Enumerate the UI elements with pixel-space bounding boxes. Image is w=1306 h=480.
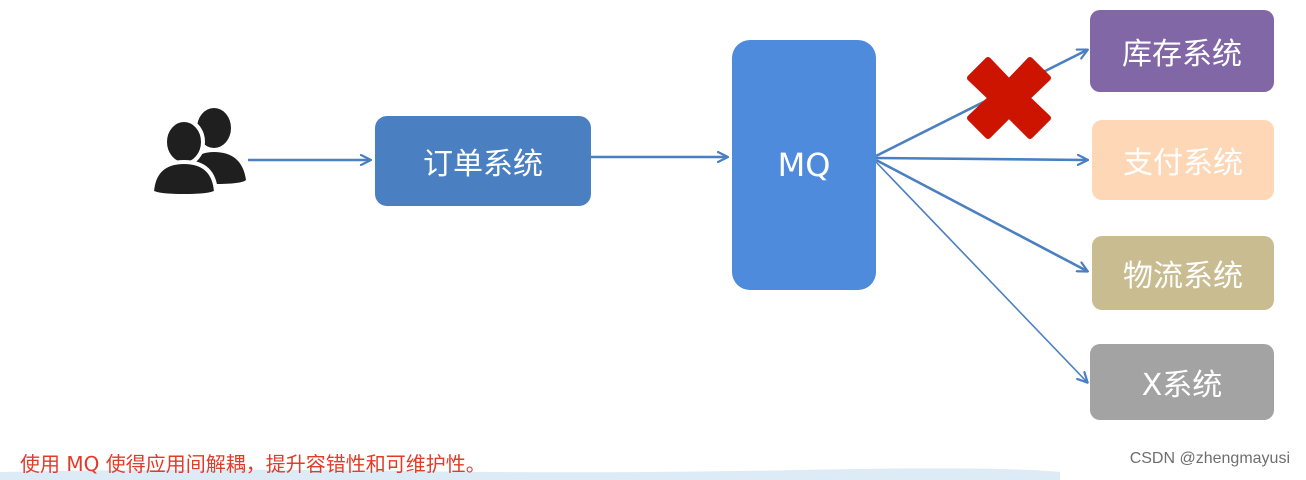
logistics-system-node: 物流系统 bbox=[1092, 236, 1274, 310]
payment-system-node: 支付系统 bbox=[1092, 120, 1274, 200]
bottom-decoration-band bbox=[0, 468, 1060, 480]
caption-text: 使用 MQ 使得应用间解耦，提升容错性和可维护性。 bbox=[20, 452, 486, 476]
red-cross-icon bbox=[967, 57, 1051, 139]
x-system-node: X系统 bbox=[1090, 344, 1274, 420]
mq-node: MQ bbox=[732, 40, 876, 290]
inventory-system-node: 库存系统 bbox=[1090, 10, 1274, 92]
arrow-mq-to-logistics bbox=[875, 158, 1087, 271]
arrow-mq-to-payment bbox=[875, 158, 1087, 160]
users-icon bbox=[150, 108, 246, 196]
order-system-node: 订单系统 bbox=[375, 116, 591, 206]
watermark-text: CSDN @zhengmayusi bbox=[1129, 450, 1290, 467]
arrow-mq-to-x bbox=[875, 161, 1087, 382]
